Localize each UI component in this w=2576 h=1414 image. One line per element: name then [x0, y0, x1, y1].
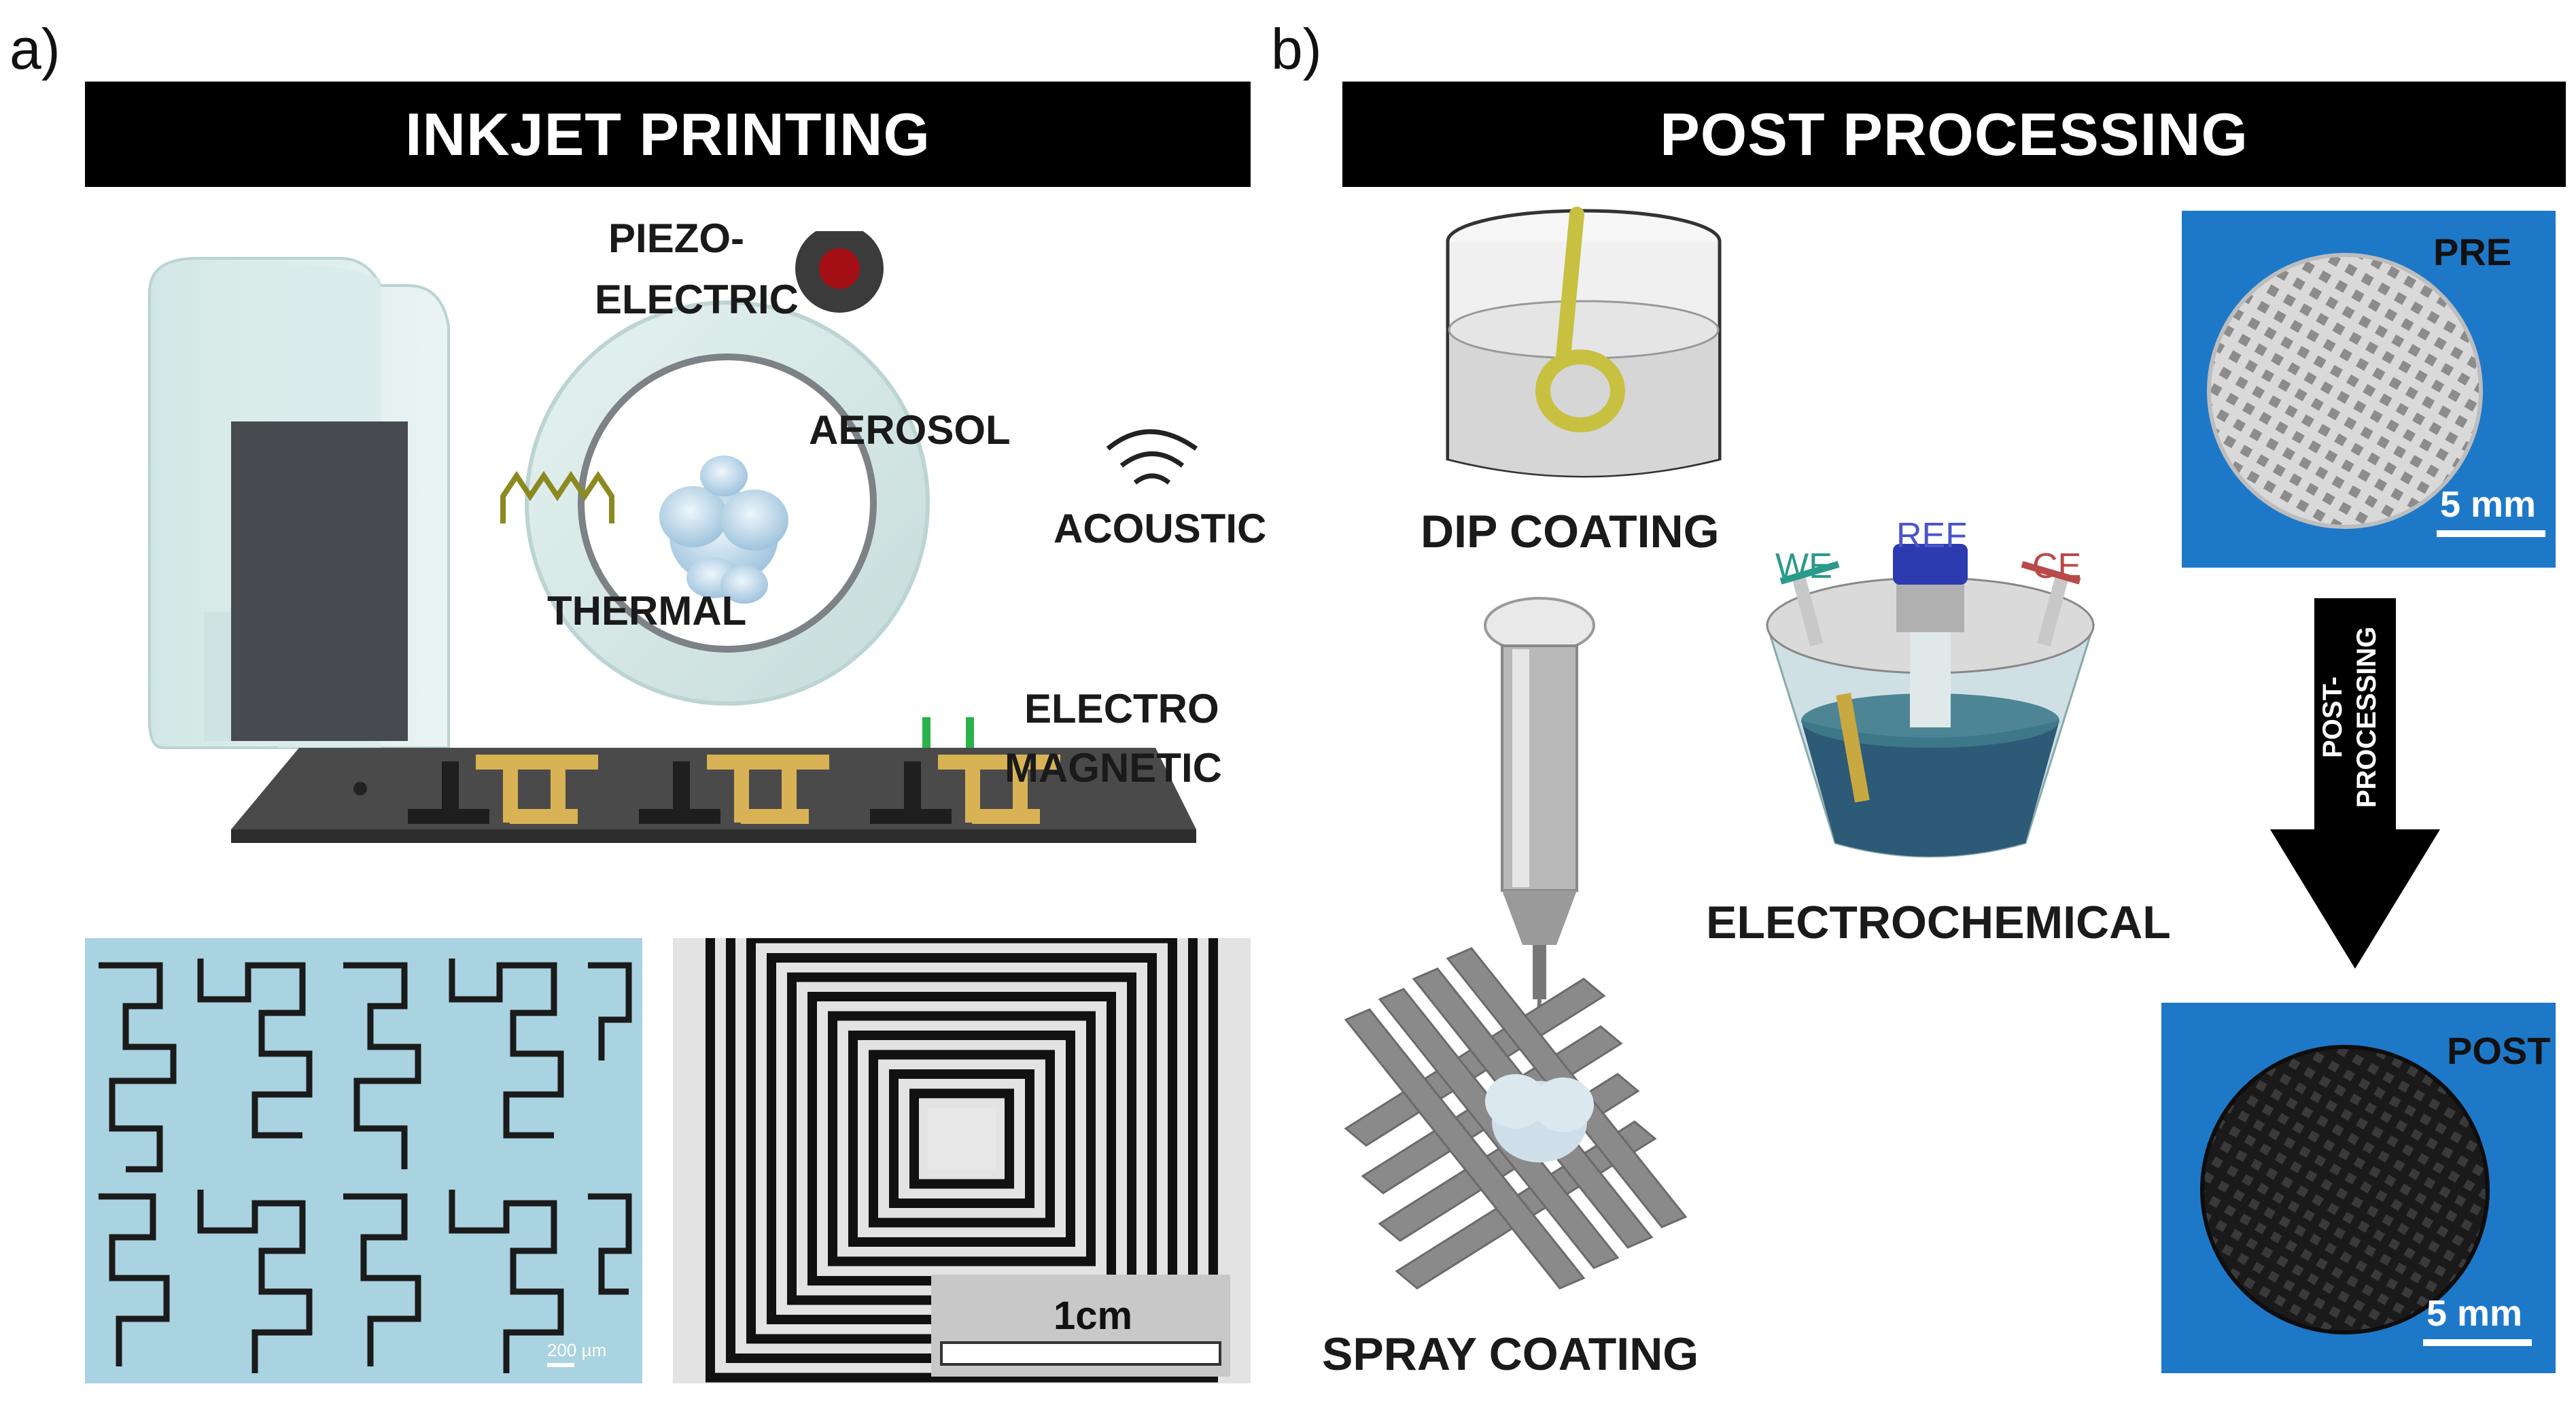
dip-coating-label: DIP COATING [1421, 506, 1720, 557]
electrochemical-cell-illustration: WE REF CE [1765, 517, 2095, 858]
thermal-label: THERMAL [547, 588, 747, 634]
micrograph-scale-label: 200 µm [547, 1340, 606, 1360]
panel-a-letter: a) [10, 17, 60, 81]
post-processing-photo: POST 5 mm [2161, 1003, 2556, 1373]
acoustic-label: ACOUSTIC [1054, 506, 1267, 551]
post-processing-banner: POST PROCESSING [1342, 82, 2566, 187]
electro-label-line1: ELECTRO [1024, 686, 1219, 731]
ce-electrode-label: CE [2032, 547, 2081, 586]
aerosol-cloud [659, 455, 788, 604]
piezo-label-line2: ELECTRIC [595, 277, 799, 322]
pre-tag: PRE [2433, 230, 2511, 273]
electrochemical-label: ELECTROCHEMICAL [1706, 897, 2171, 948]
printed-electrodes [408, 755, 1060, 824]
aerosol-label: AEROSOL [809, 407, 1011, 453]
ref-electrode-label: REF [1896, 517, 1967, 555]
spiral-turn [869, 1050, 1055, 1228]
arrow-label-line2: PROCESSING [2352, 627, 2382, 808]
spiral-scale-label: 1cm [1054, 1294, 1132, 1338]
post-processing-arrow: POST- PROCESSING [2270, 598, 2440, 969]
spiral-turn [706, 938, 1218, 1383]
panel-b-letter: b) [1271, 17, 1322, 81]
we-electrode-label: WE [1775, 547, 1832, 586]
pre-processing-photo: PRE 5 mm [2182, 211, 2556, 568]
dip-coating-beaker-illustration [1446, 207, 1722, 478]
inkjet-printer-illustration [148, 231, 1198, 843]
printer-housing [148, 257, 450, 749]
arrow-label-line1: POST- [2318, 676, 2348, 758]
inkjet-printing-banner: INKJET PRINTING [85, 82, 1251, 187]
spiral-turn [909, 1088, 1014, 1189]
post-scale-label: 5 mm [2426, 1293, 2522, 1334]
spiral-turn [889, 1069, 1034, 1208]
spray-coating-label: SPRAY COATING [1322, 1328, 1699, 1380]
spiral-turn [848, 1031, 1075, 1247]
spiral-turn [828, 1011, 1096, 1266]
thermal-heater-icon [500, 470, 614, 523]
acoustic-waves-icon [1106, 429, 1198, 485]
micrograph-hilbert-pattern: 200 µm [85, 938, 642, 1383]
piezo-label-line1: PIEZO- [608, 215, 745, 261]
pre-scale-label: 5 mm [2440, 484, 2536, 525]
printed-spiral-coil-photo: 1cm [673, 938, 1251, 1383]
spray-coating-illustration [1344, 597, 1688, 1290]
electro-label-line2: MAGNETIC [1005, 745, 1222, 791]
post-tag: POST [2447, 1029, 2550, 1072]
